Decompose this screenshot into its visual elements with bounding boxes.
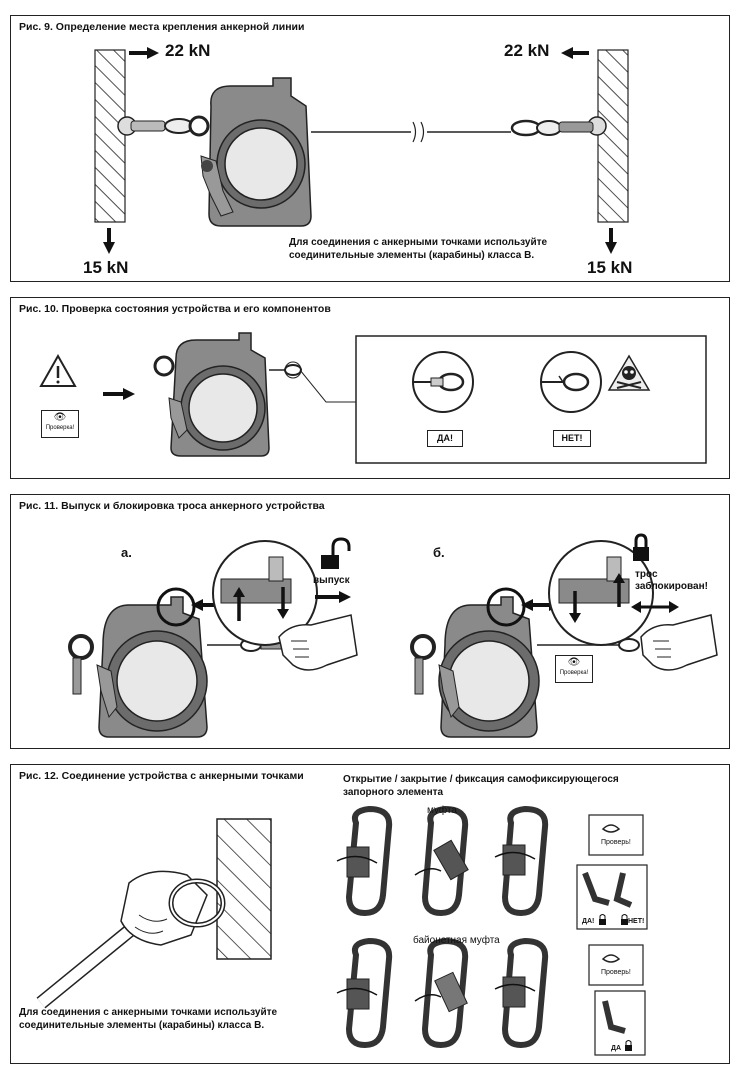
figure-10-illustration xyxy=(39,332,707,464)
anchor-device-icon xyxy=(200,77,312,227)
figure-11-title: Рис. 11. Выпуск и блокировка троса анкер… xyxy=(19,500,325,512)
figure-9-panel: Рис. 9. Определение места крепления анке… xyxy=(10,15,730,282)
anchor-device-icon xyxy=(153,332,302,457)
hand-carabiner-icon xyxy=(36,870,226,1009)
figure-9-note: Для соединения с анкерными точками испол… xyxy=(289,236,547,262)
right-vertical-arrow-icon xyxy=(605,228,617,254)
right-arrow-icon xyxy=(103,388,135,400)
figure-11-panel: Рис. 11. Выпуск и блокировка троса анкер… xyxy=(10,494,730,749)
left-horizontal-arrow-icon xyxy=(129,47,159,59)
right-anchor-wall xyxy=(597,49,629,223)
carabiner-bayonet-closed-icon xyxy=(494,937,549,1049)
anchor-wall xyxy=(216,818,272,960)
no-label: НЕТ! xyxy=(553,430,591,447)
force-right-vertical: 15 kN xyxy=(587,258,633,277)
inspect-check-label: Проверка! xyxy=(559,670,589,676)
figure-12-panel: Рис. 12. Соединение устройства с анкерны… xyxy=(10,764,730,1064)
right-horizontal-arrow-icon xyxy=(561,47,589,59)
bayonet-label: байонетная муфта xyxy=(413,935,500,946)
detail-lock-icon xyxy=(548,540,654,646)
lock-icon-1 xyxy=(599,914,606,925)
inspect-check-label: Проверка! xyxy=(45,425,75,431)
check-label-1: Проверь! xyxy=(601,839,631,846)
figure-9-note-line-1: Для соединения с анкерными точками испол… xyxy=(289,237,548,248)
figure-12-subtitle-line-2: запорного элемента xyxy=(343,787,444,798)
eye-icon-2 xyxy=(601,954,621,963)
carabiner-bayonet-turn-icon xyxy=(414,937,469,1049)
figure-9-title: Рис. 9. Определение места крепления анке… xyxy=(19,21,305,33)
figure-12-note-line-1: Для соединения с анкерными точками испол… xyxy=(19,1007,278,1018)
force-left-horizontal: 22 kN xyxy=(165,41,211,60)
inspect-check-icon: 👁 Проверка! xyxy=(555,655,593,683)
sleeve-label: муфта xyxy=(427,805,457,816)
locked-double-arrow-icon xyxy=(631,601,679,613)
yes-label-2: ДА xyxy=(611,1045,622,1052)
warning-icon xyxy=(39,353,77,387)
inspect-check-icon: 👁 Проверка! xyxy=(41,410,79,438)
hand-step-b-icon xyxy=(640,614,718,671)
figure-12-title: Рис. 12. Соединение устройства с анкерны… xyxy=(19,770,304,782)
hand-step-a-icon xyxy=(278,614,358,671)
hazard-skull-icon xyxy=(607,354,651,391)
carabiner-sleeve-turn-icon xyxy=(414,805,469,917)
carabiner-sleeve-open-icon xyxy=(336,805,393,917)
figure-9-note-line-2: соединительные элементы (карабины) класс… xyxy=(289,250,535,261)
step-b-label: б. xyxy=(433,545,445,560)
yes-label: ДА! xyxy=(582,918,595,925)
figure-12-subtitle-line-1: Открытие / закрытие / фиксация самофикси… xyxy=(343,774,619,785)
figure-12-illustration xyxy=(36,805,648,1056)
device-step-b-icon xyxy=(410,587,640,738)
no-label: НЕТ! xyxy=(628,918,645,925)
no-detail-icon xyxy=(540,351,602,413)
eye-icon xyxy=(601,824,621,833)
detail-box xyxy=(355,335,707,464)
release-label: выпуск xyxy=(313,575,350,586)
figure-9-illustration xyxy=(94,47,629,254)
figure-11-illustration xyxy=(68,533,718,738)
yes-detail-box xyxy=(594,990,646,1056)
detail-unlock-icon xyxy=(212,540,318,646)
figure-12-note-line-2: соединительные элементы (карабины) класс… xyxy=(19,1020,265,1031)
figure-10-panel: Рис. 10. Проверка состояния устройства и… xyxy=(10,297,730,479)
left-anchor-wall xyxy=(94,49,126,223)
force-left-vertical: 15 kN xyxy=(83,258,129,277)
lock-icon-2 xyxy=(621,914,628,925)
figure-10-title: Рис. 10. Проверка состояния устройства и… xyxy=(19,303,331,315)
figure-12-subtitle: Открытие / закрытие / фиксация самофикси… xyxy=(343,773,619,799)
left-vertical-arrow-icon xyxy=(103,228,115,254)
locked-label-line-2: заблокирован! xyxy=(635,581,708,592)
figure-12-note: Для соединения с анкерными точками испол… xyxy=(19,1006,277,1032)
locked-padlock-icon xyxy=(633,533,649,561)
locked-label-line-1: трос xyxy=(635,569,658,580)
yes-label: ДА! xyxy=(427,430,463,447)
locked-label: трос заблокирован! xyxy=(635,569,708,593)
carabiner-sleeve-closed-icon xyxy=(494,805,549,917)
check-label-2: Проверь! xyxy=(601,969,631,976)
force-right-horizontal: 22 kN xyxy=(504,41,550,60)
lock-icon-3 xyxy=(625,1040,632,1051)
unlocked-padlock-icon xyxy=(321,537,351,569)
device-step-a-icon xyxy=(68,587,284,738)
release-arrow-icon xyxy=(315,591,351,603)
yes-detail-icon xyxy=(412,351,474,413)
step-a-label: а. xyxy=(121,545,132,560)
carabiner-bayonet-open-icon xyxy=(336,937,393,1049)
